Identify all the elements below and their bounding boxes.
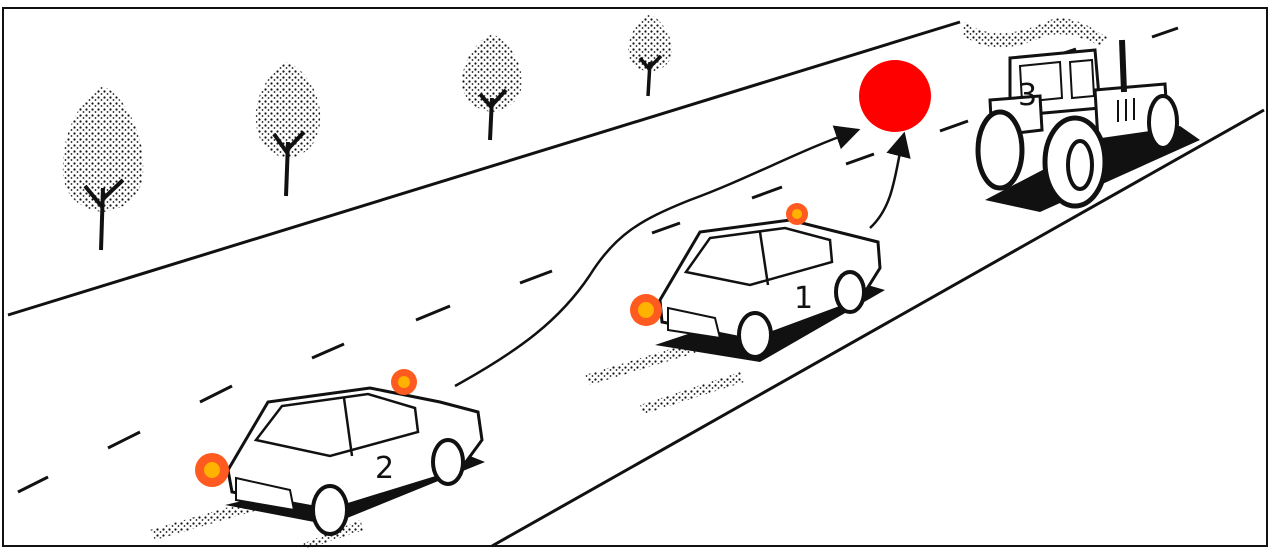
tractor-front-wheel <box>978 112 1022 188</box>
car-1: 1 <box>585 203 885 414</box>
tree-icon <box>462 34 522 140</box>
tractor-3: 3 <box>962 18 1200 212</box>
vehicle-number-2: 2 <box>375 451 394 486</box>
turn-signal-icon <box>630 294 662 326</box>
tree-icon <box>628 14 672 96</box>
car-1-front-wheel <box>739 313 771 357</box>
red-circle-marker <box>859 60 931 132</box>
roadside-trees <box>63 14 672 250</box>
car-2: 2 <box>150 369 485 548</box>
car-2-rear-wheel <box>433 440 463 484</box>
tree-icon <box>256 62 320 196</box>
road-near-edge <box>492 110 1264 546</box>
exhaust-smoke <box>962 18 1108 47</box>
tree-icon <box>63 86 143 250</box>
vehicle-number-1: 1 <box>794 281 813 316</box>
vehicle-number-3: 3 <box>1018 78 1037 113</box>
turn-signal-icon <box>786 203 808 225</box>
turn-signal-icon <box>391 369 417 395</box>
car-1-rear-wheel <box>836 272 864 312</box>
turn-signal-icon <box>195 453 229 487</box>
car-2-front-wheel <box>313 486 347 534</box>
overtake-path-car-1 <box>870 134 904 228</box>
